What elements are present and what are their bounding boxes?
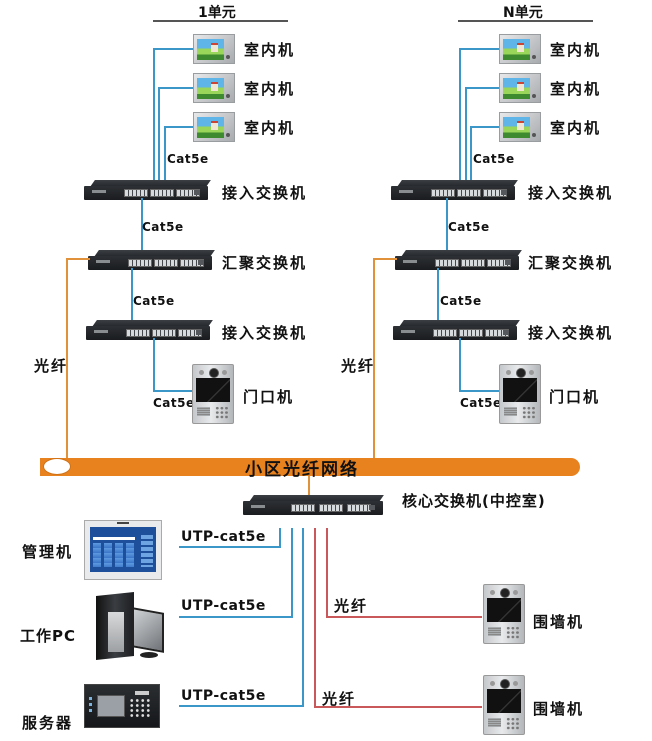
fiber-wire — [66, 258, 68, 460]
fiber-wire — [66, 258, 90, 260]
cat5e-wire — [470, 126, 499, 128]
cable-label: Cat5e — [167, 152, 209, 166]
cat5e-wire — [158, 87, 160, 196]
unit-1-title: 1单元 — [198, 5, 236, 21]
fiber-wire — [373, 258, 397, 260]
fiber-ring-band — [40, 458, 580, 476]
indoor-unit-label: 室内机 — [244, 41, 296, 59]
wall-station-icon — [483, 675, 525, 735]
cable-label: UTP-cat5e — [181, 688, 266, 704]
fiber-label: 光纤 — [334, 597, 369, 615]
unit-n-title-underline — [458, 20, 593, 22]
cat5e-wire — [153, 48, 193, 50]
wall-station-label: 围墙机 — [533, 613, 585, 631]
fiber-ring-cap — [43, 458, 71, 475]
cat5e-wire — [179, 705, 304, 707]
unit-1-title-underline — [153, 20, 288, 22]
cat5e-wire — [470, 126, 472, 196]
access-switch-label: 接入交换机 — [528, 184, 614, 202]
core-switch-label: 核心交换机(中控室) — [402, 492, 546, 510]
cat5e-wire — [279, 528, 281, 548]
fiber-label: 光纤 — [322, 690, 357, 708]
fiber-wire — [314, 528, 316, 708]
cat5e-wire — [164, 126, 166, 196]
cat5e-wire — [158, 87, 193, 89]
door-station-icon — [192, 364, 234, 424]
indoor-monitor-icon — [499, 112, 541, 142]
cat5e-wire — [153, 390, 193, 392]
cat5e-wire — [465, 87, 499, 89]
wall-station-icon — [483, 584, 525, 644]
cat5e-wire — [302, 528, 304, 707]
cable-label: Cat5e — [153, 396, 195, 410]
cat5e-wire — [459, 390, 499, 392]
cable-label: Cat5e — [460, 396, 502, 410]
cat5e-wire — [291, 528, 293, 618]
access-switch-icon — [393, 320, 520, 342]
aggregation-switch-icon — [88, 250, 215, 272]
indoor-unit-label: 室内机 — [244, 119, 296, 137]
cat5e-wire — [131, 268, 133, 330]
access-switch-label: 接入交换机 — [528, 324, 614, 342]
door-station-label: 门口机 — [549, 388, 601, 406]
fiber-wire — [326, 528, 328, 618]
access-switch-icon — [391, 180, 518, 202]
indoor-monitor-icon — [499, 73, 541, 103]
cat5e-wire — [179, 546, 281, 548]
door-station-icon — [499, 364, 541, 424]
indoor-unit-label: 室内机 — [550, 41, 602, 59]
indoor-monitor-icon — [193, 34, 235, 64]
cat5e-wire — [459, 48, 499, 50]
cat5e-wire — [164, 126, 193, 128]
fiber-label: 光纤 — [341, 357, 376, 375]
management-machine-icon — [84, 520, 162, 580]
workstation-pc-label: 工作PC — [20, 627, 77, 645]
management-machine-label: 管理机 — [22, 543, 74, 561]
access-switch-label: 接入交换机 — [222, 184, 308, 202]
aggregation-switch-label: 汇聚交换机 — [222, 254, 308, 272]
door-station-label: 门口机 — [243, 388, 295, 406]
cat5e-wire — [465, 87, 467, 196]
indoor-monitor-icon — [193, 73, 235, 103]
fiber-wire — [373, 258, 375, 460]
wall-station-label: 围墙机 — [533, 700, 585, 718]
core-switch-icon — [243, 495, 384, 517]
fiber-label: 光纤 — [34, 357, 69, 375]
server-icon — [84, 684, 160, 728]
indoor-monitor-icon — [499, 34, 541, 64]
server-label: 服务器 — [22, 714, 74, 732]
access-switch-icon — [84, 180, 211, 202]
fiber-wire — [314, 706, 482, 708]
access-switch-icon — [86, 320, 213, 342]
cable-label: Cat5e — [448, 220, 490, 234]
cat5e-wire — [446, 198, 448, 260]
cat5e-wire — [153, 48, 155, 196]
indoor-monitor-icon — [193, 112, 235, 142]
cat5e-wire — [153, 338, 155, 391]
cable-label: UTP-cat5e — [181, 529, 266, 545]
aggregation-switch-label: 汇聚交换机 — [528, 254, 614, 272]
cat5e-wire — [179, 616, 293, 618]
fiber-wire — [326, 616, 482, 618]
workstation-pc-icon — [88, 590, 168, 670]
cat5e-wire — [437, 268, 439, 330]
cable-label: Cat5e — [473, 152, 515, 166]
access-switch-label: 接入交换机 — [222, 324, 308, 342]
cat5e-wire — [141, 198, 143, 260]
cable-label: UTP-cat5e — [181, 598, 266, 614]
cable-label: Cat5e — [440, 294, 482, 308]
indoor-unit-label: 室内机 — [550, 80, 602, 98]
cat5e-wire — [459, 48, 461, 196]
fiber-ring-label: 小区光纤网络 — [245, 460, 359, 480]
cable-label: Cat5e — [142, 220, 184, 234]
aggregation-switch-icon — [395, 250, 522, 272]
fiber-wire — [308, 476, 310, 498]
indoor-unit-label: 室内机 — [244, 80, 296, 98]
cat5e-wire — [459, 338, 461, 391]
unit-n-title: N单元 — [503, 5, 543, 21]
cable-label: Cat5e — [133, 294, 175, 308]
indoor-unit-label: 室内机 — [550, 119, 602, 137]
